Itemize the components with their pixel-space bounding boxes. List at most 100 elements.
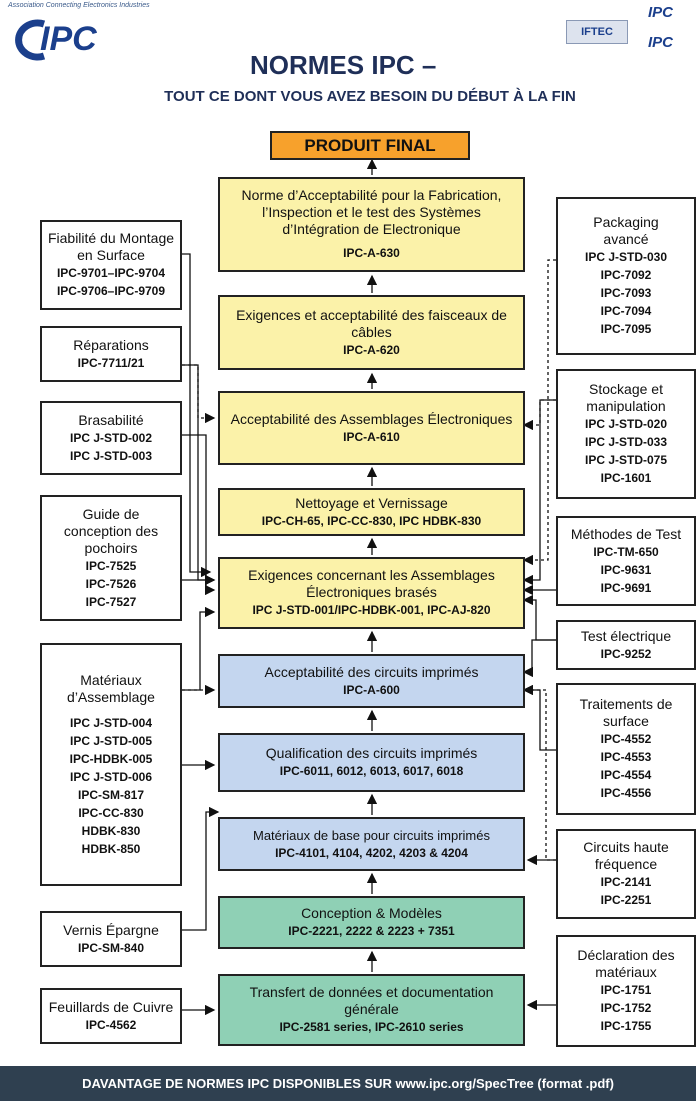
right-box-code: IPC-7092 — [600, 268, 652, 282]
center-box-design: Conception & Modèles IPC-2221, 2222 & 22… — [218, 896, 525, 949]
right-box-codes: IPC J-STD-030 IPC-7092 IPC-7093 IPC-7094… — [585, 248, 667, 338]
left-box-code: IPC-7711/21 — [77, 355, 145, 370]
footer-text: DAVANTAGE DE NORMES IPC DISPONIBLES SUR … — [82, 1076, 614, 1091]
left-box-code: IPC J-STD-003 — [69, 448, 153, 463]
left-box-title: Fiabilité du Montage en Surface — [47, 230, 175, 263]
left-box-code: IPC-7526 — [85, 576, 137, 591]
right-box-code: IPC J-STD-030 — [584, 250, 668, 264]
left-box-code: IPC-7525 — [85, 558, 137, 573]
left-box-code: IPC-CC-830 — [78, 805, 144, 820]
right-box-codes: IPC-2141 IPC-2251 — [601, 873, 652, 909]
center-box-a610: Acceptabilité des Assemblages Électroniq… — [218, 391, 525, 465]
left-box-title: Réparations — [73, 336, 149, 353]
left-box-code: IPC J-STD-002 — [69, 430, 153, 445]
left-box-code: HDBK-850 — [81, 841, 141, 856]
center-box-codes: IPC-A-620 — [343, 342, 400, 357]
right-box-test-methods: Méthodes de Test IPC-TM-650 IPC-9631 IPC… — [556, 516, 696, 606]
center-box-codes: IPC J-STD-001/IPC-HDBK-001, IPC-AJ-820 — [252, 603, 491, 617]
center-box-6011: Qualification des circuits imprimés IPC-… — [218, 733, 525, 792]
right-box-code: IPC J-STD-020 — [584, 417, 668, 431]
left-box-codes: IPC-7525 IPC-7526 IPC-7527 — [86, 557, 137, 611]
right-box-high-frequency: Circuits haute fréquence IPC-2141 IPC-22… — [556, 829, 696, 919]
center-box-title: Conception & Modèles — [301, 905, 442, 921]
ipc-logo: IPC — [10, 18, 130, 62]
right-box-codes: IPC-9252 — [601, 645, 652, 663]
left-box-title: Guide de conception des pochoirs — [63, 505, 159, 556]
left-box-solderability: Brasabilité IPC J-STD-002 IPC J-STD-003 — [40, 401, 182, 475]
right-box-code: IPC-4554 — [600, 768, 652, 782]
right-box-code: IPC-1755 — [600, 1019, 652, 1033]
footer-banner: DAVANTAGE DE NORMES IPC DISPONIBLES SUR … — [0, 1066, 696, 1101]
center-box-codes: IPC-2221, 2222 & 2223 + 7351 — [288, 924, 455, 938]
center-box-jstd001: Exigences concernant les Assemblages Éle… — [218, 557, 525, 629]
right-box-title: Stockage et manipulation — [586, 381, 666, 414]
center-box-title: Exigences et acceptabilité des faisceaux… — [236, 306, 507, 340]
left-box-code: HDBK-830 — [81, 823, 141, 838]
center-box-title: Acceptabilité des Assemblages Électroniq… — [230, 410, 513, 427]
center-box-codes: IPC-A-600 — [343, 682, 400, 697]
center-box-codes: IPC-6011, 6012, 6013, 6017, 6018 — [279, 764, 464, 778]
center-box-title: Qualification des circuits imprimés — [265, 745, 478, 761]
right-box-title: Traitements de surface — [579, 696, 673, 729]
center-box-codes: IPC-A-630 — [343, 246, 400, 260]
right-box-title: Packaging avancé — [593, 214, 659, 247]
right-box-code: IPC-9252 — [600, 646, 652, 661]
right-box-code: IPC-7094 — [600, 304, 652, 318]
ipc-small-logo-1: IPC — [648, 4, 674, 21]
right-box-title: Circuits haute fréquence — [583, 839, 669, 872]
left-box-title: Vernis Épargne — [63, 921, 159, 938]
center-box-codes: IPC-2581 series, IPC-2610 series — [279, 1020, 464, 1034]
center-box-title: Matériaux de base pour circuits imprimés — [253, 827, 490, 843]
left-box-code: IPC-7527 — [85, 594, 137, 609]
header-tagline: Association Connecting Electronics Indus… — [8, 2, 150, 9]
left-box-code: IPC J-STD-005 — [69, 733, 153, 748]
right-box-code: IPC-9691 — [600, 580, 652, 595]
left-box-codes: IPC-SM-840 — [78, 939, 144, 957]
right-box-code: IPC-2251 — [600, 893, 652, 907]
ipc-logo-swoosh-icon — [15, 19, 46, 61]
right-box-code: IPC-7093 — [600, 286, 652, 300]
center-box-codes: IPC-4101, 4104, 4202, 4203 & 4204 — [275, 845, 468, 860]
left-box-code: IPC-SM-817 — [77, 787, 145, 802]
right-box-code: IPC J-STD-075 — [584, 453, 668, 467]
center-box-title: PRODUIT FINAL — [304, 135, 436, 155]
left-box-code: IPC J-STD-004 — [69, 715, 153, 730]
left-box-code: IPC-9701–IPC-9704 — [56, 266, 166, 280]
left-box-codes: IPC-9701–IPC-9704 IPC-9706–IPC-9709 — [57, 264, 165, 300]
center-box-codes: IPC-CH-65, IPC-CC-830, IPC HDBK-830 — [261, 513, 482, 528]
right-box-code: IPC-1751 — [600, 983, 652, 997]
right-box-surface-finish: Traitements de surface IPC-4552 IPC-4553… — [556, 683, 696, 815]
left-box-repairs: Réparations IPC-7711/21 — [40, 326, 182, 382]
center-box-data-transfer: Transfert de données et documentation gé… — [218, 974, 525, 1046]
right-box-code: IPC-9631 — [600, 562, 652, 577]
right-box-electrical-test: Test électrique IPC-9252 — [556, 620, 696, 670]
left-box-codes: IPC-7711/21 — [78, 354, 145, 372]
left-box-title: Matériaux d’Assemblage — [67, 671, 155, 705]
left-box-code: IPC-HDBK-005 — [69, 751, 153, 766]
right-box-materials-declaration: Déclaration des matériaux IPC-1751 IPC-1… — [556, 935, 696, 1047]
left-box-assembly-materials: Matériaux d’Assemblage IPC J-STD-004 IPC… — [40, 643, 182, 886]
left-box-title: Brasabilité — [78, 411, 144, 428]
right-box-code: IPC-7095 — [600, 322, 652, 336]
right-box-advanced-packaging: Packaging avancé IPC J-STD-030 IPC-7092 … — [556, 197, 696, 355]
center-box-4101: Matériaux de base pour circuits imprimés… — [218, 817, 525, 871]
right-box-code: IPC-4552 — [600, 732, 652, 746]
right-box-title: Méthodes de Test — [570, 525, 682, 542]
left-box-copper-foil: Feuillards de Cuivre IPC-4562 — [40, 988, 182, 1044]
left-box-code: IPC-4562 — [85, 1017, 137, 1032]
right-box-code: IPC-4553 — [600, 750, 652, 764]
right-box-code: IPC-1601 — [600, 471, 652, 485]
iftec-logo: IFTEC IPC IPC — [566, 4, 692, 60]
right-box-code: IPC-1752 — [600, 1001, 652, 1015]
right-box-codes: IPC-1751 IPC-1752 IPC-1755 — [601, 981, 652, 1035]
center-box-a620: Exigences et acceptabilité des faisceaux… — [218, 295, 525, 370]
right-box-code: IPC-TM-650 — [593, 544, 659, 559]
center-box-title: Nettoyage et Vernissage — [295, 494, 448, 511]
page-subtitle: TOUT CE DONT VOUS AVEZ BESOIN DU DÉBUT À… — [164, 88, 576, 105]
center-box-cleaning: Nettoyage et Vernissage IPC-CH-65, IPC-C… — [218, 488, 525, 536]
center-box-a600: Acceptabilité des circuits imprimés IPC-… — [218, 654, 525, 708]
right-box-storage: Stockage et manipulation IPC J-STD-020 I… — [556, 369, 696, 499]
right-box-title: Déclaration des matériaux — [577, 947, 675, 980]
center-box-title: Exigences concernant les Assemblages Éle… — [248, 567, 495, 600]
